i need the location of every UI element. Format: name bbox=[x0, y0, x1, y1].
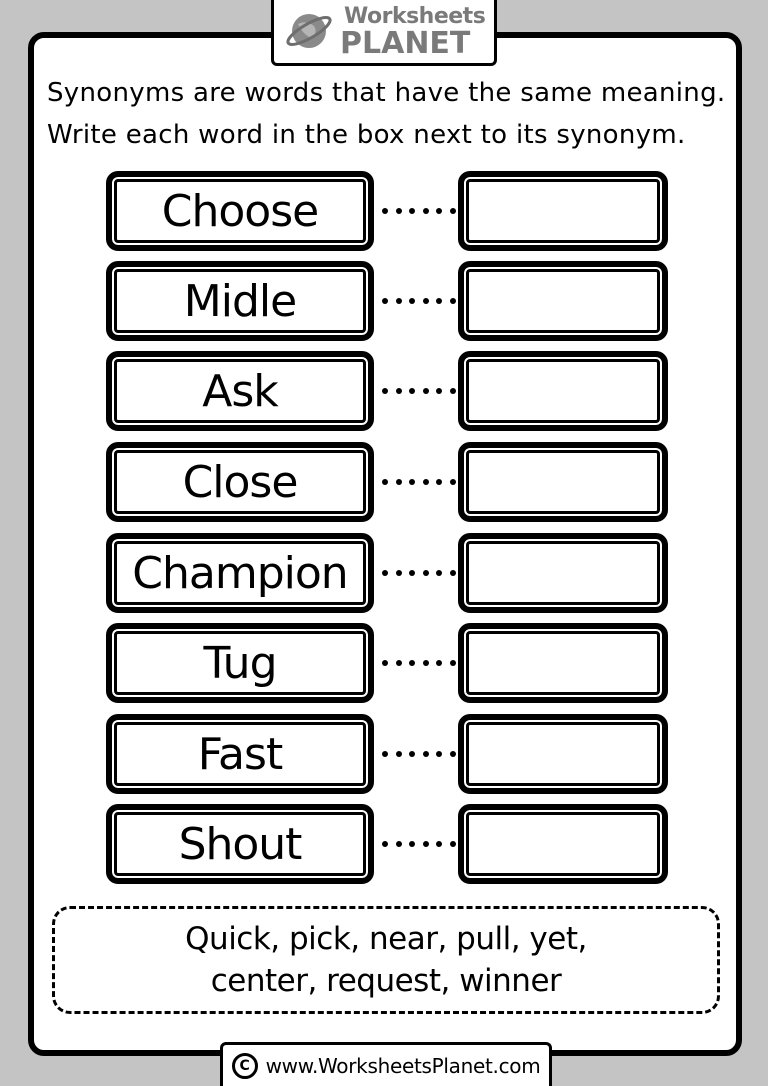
logo-text-worksheets: Worksheets bbox=[344, 4, 486, 29]
word-box-5: Champion bbox=[106, 533, 374, 613]
connector-dots bbox=[382, 750, 456, 758]
instructions: Synonyms are words that have the same me… bbox=[47, 72, 737, 156]
connector-dots bbox=[382, 840, 456, 848]
answer-box-6[interactable] bbox=[458, 623, 668, 703]
connector-dots bbox=[382, 569, 456, 577]
answer-box-1[interactable] bbox=[458, 171, 668, 251]
word-label: Champion bbox=[132, 547, 348, 599]
planet-icon bbox=[286, 14, 332, 48]
answer-box-7[interactable] bbox=[458, 714, 668, 794]
answer-box-2[interactable] bbox=[458, 261, 668, 341]
connector-dots bbox=[382, 478, 456, 486]
copyright-icon: C bbox=[231, 1052, 258, 1079]
connector-dots bbox=[382, 297, 456, 305]
instructions-line-2: Write each word in the box next to its s… bbox=[47, 120, 686, 150]
word-bank-line-1: Quick, pick, near, pull, yet, bbox=[185, 921, 587, 957]
word-label: Ask bbox=[202, 365, 279, 417]
connector-dots bbox=[382, 207, 456, 215]
word-label: Close bbox=[182, 456, 299, 508]
word-bank: Quick, pick, near, pull, yet, center, re… bbox=[52, 906, 720, 1014]
answer-box-4[interactable] bbox=[458, 442, 668, 522]
answer-box-3[interactable] bbox=[458, 351, 668, 431]
word-label: Midle bbox=[183, 275, 297, 327]
word-box-4: Close bbox=[106, 442, 374, 522]
word-bank-line-2: center, request, winner bbox=[210, 963, 562, 999]
word-label: Choose bbox=[161, 185, 319, 237]
word-label: Fast bbox=[197, 728, 283, 780]
instructions-line-1: Synonyms are words that have the same me… bbox=[47, 78, 726, 108]
connector-dots bbox=[382, 659, 456, 667]
word-box-1: Choose bbox=[106, 171, 374, 251]
word-label: Tug bbox=[203, 637, 277, 689]
word-box-7: Fast bbox=[106, 714, 374, 794]
word-label: Shout bbox=[178, 818, 303, 870]
connector-dots bbox=[382, 387, 456, 395]
worksheets-planet-logo: Worksheets PLANET bbox=[271, 0, 497, 66]
word-box-3: Ask bbox=[106, 351, 374, 431]
answer-box-5[interactable] bbox=[458, 533, 668, 613]
word-box-2: Midle bbox=[106, 261, 374, 341]
footer-url[interactable]: www.WorksheetsPlanet.com bbox=[265, 1053, 541, 1078]
logo-text-planet: PLANET bbox=[340, 26, 471, 61]
footer-credit: C www.WorksheetsPlanet.com bbox=[220, 1042, 552, 1086]
word-box-8: Shout bbox=[106, 804, 374, 884]
word-box-6: Tug bbox=[106, 623, 374, 703]
answer-box-8[interactable] bbox=[458, 804, 668, 884]
